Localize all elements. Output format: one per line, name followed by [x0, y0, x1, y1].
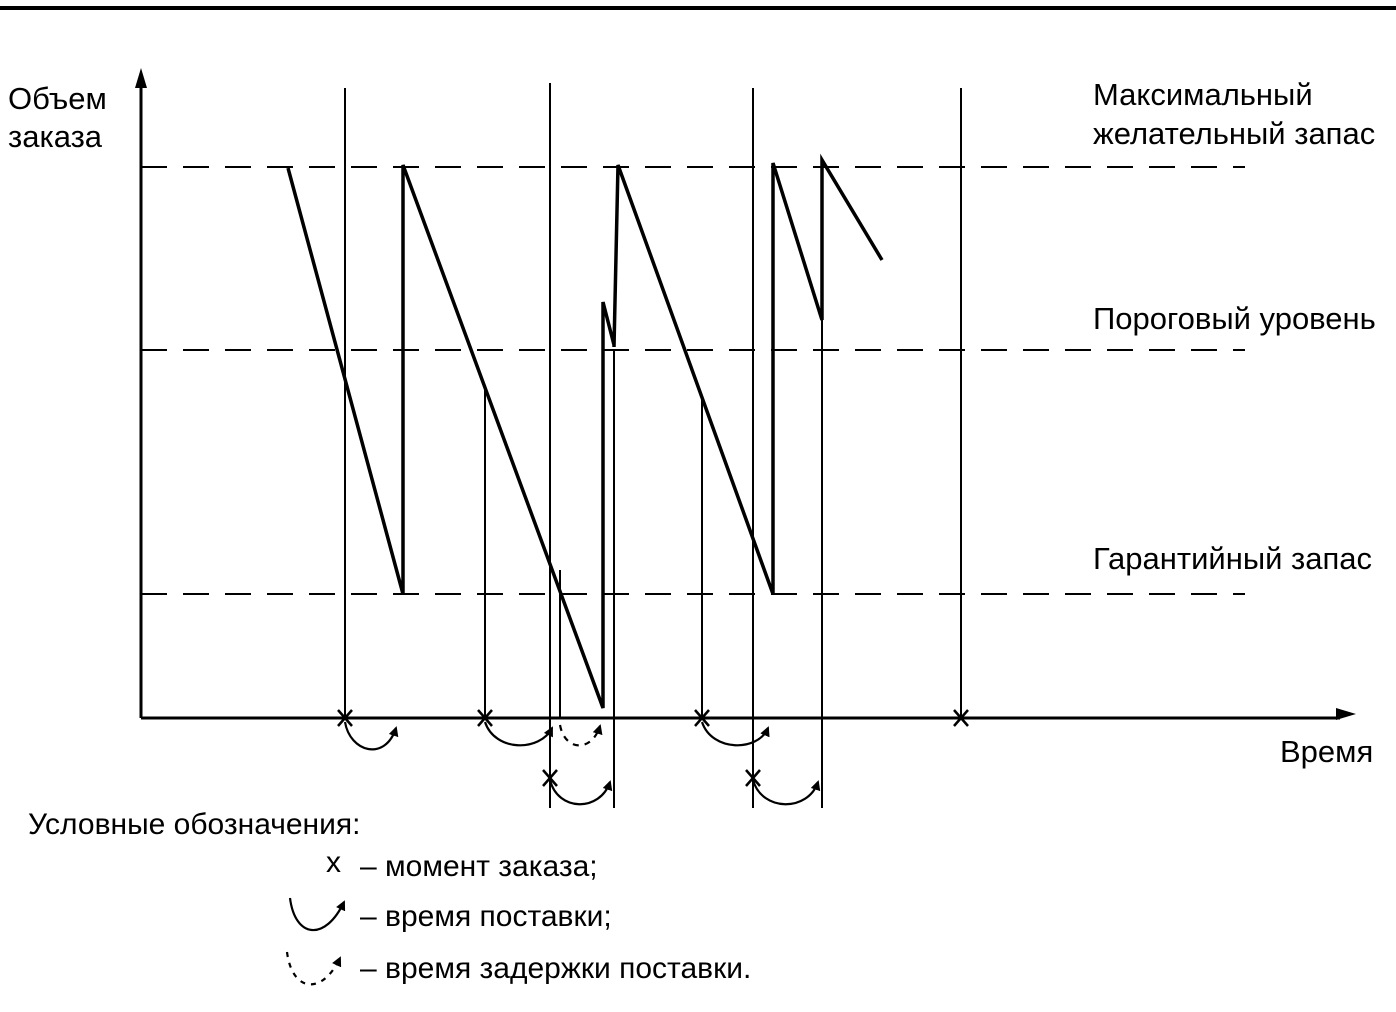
y-axis-label-line1: Объем	[8, 81, 107, 116]
max-level-label-line1: Максимальный	[1093, 77, 1313, 112]
delivery-arc-1	[343, 721, 399, 751]
order-cross-6	[745, 769, 761, 787]
delivery-arc-2	[483, 721, 553, 747]
order-cross-2	[477, 709, 493, 727]
order-cross-3	[694, 709, 710, 727]
y-axis-label-line2: заказа	[8, 119, 103, 154]
level-lines	[141, 166, 1245, 595]
legend-delay-icon	[285, 951, 342, 986]
time-markers	[344, 83, 962, 808]
axes	[135, 68, 1356, 720]
legend-order-text: – момент заказа;	[360, 850, 598, 883]
inventory-level-line	[286, 153, 884, 709]
delivery-arc-4	[548, 779, 613, 806]
order-cross-1	[337, 709, 353, 727]
threshold-level-label: Пороговый уровень	[1093, 301, 1376, 336]
x-axis-label: Время	[1280, 734, 1373, 769]
legend-title: Условные обозначения:	[28, 808, 360, 841]
order-cross-4	[953, 709, 969, 727]
delivery-arcs	[343, 721, 821, 806]
legend-delivery-icon	[288, 897, 346, 932]
delay-arc-1	[558, 724, 603, 747]
delivery-arc-3	[700, 721, 770, 747]
legend-order-symbol: x	[326, 846, 341, 879]
x-axis-arrow	[1336, 708, 1356, 720]
legend-delivery-text: – время поставки;	[360, 900, 612, 933]
legend: Условные обозначения: x – момент заказа;…	[28, 808, 751, 986]
max-level-label-line2: желательный запас	[1093, 116, 1375, 151]
order-moments	[337, 709, 969, 787]
y-axis-arrow	[135, 68, 147, 88]
safety-level-label: Гарантийный запас	[1093, 541, 1372, 576]
legend-delay-text: – время задержки поставки.	[360, 952, 751, 985]
delivery-arc-5	[751, 779, 821, 806]
order-cross-5	[542, 769, 558, 787]
